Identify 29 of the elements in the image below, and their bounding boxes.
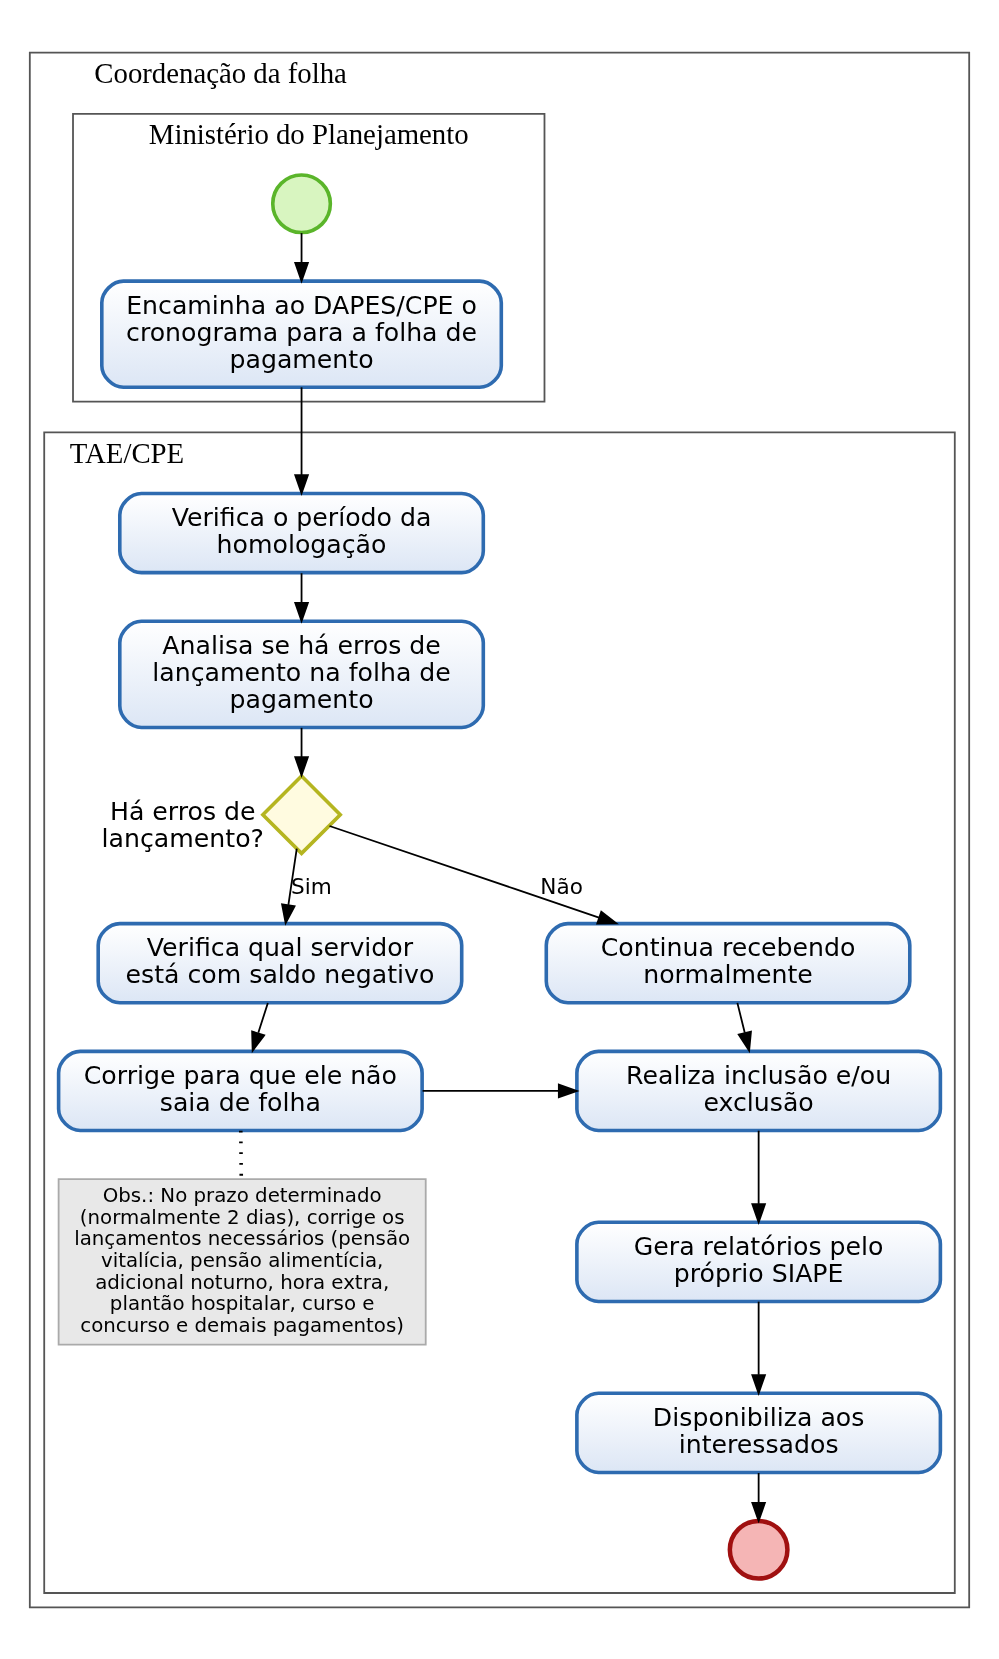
node-circle bbox=[270, 172, 333, 234]
node-diamond bbox=[260, 772, 343, 856]
node-box: Analisa se há erros de lançamento na folha de pagamento bbox=[118, 618, 486, 729]
node-circle bbox=[727, 1518, 790, 1581]
arrow bbox=[294, 231, 310, 284]
node-box: Realiza inclusão e/ou exclusão bbox=[575, 1049, 943, 1132]
arrow bbox=[736, 1001, 752, 1053]
node-box: Obs.: No prazo determinado (normalmente 2 dias), corrige os lançamentos necessários (pensão vitalícia, pensão alimentícia, adicional noturno, hora extra, plantão hospitalar, curso e concurso e demais pagamentos) bbox=[57, 1177, 427, 1346]
arrow bbox=[294, 385, 310, 496]
node-box: Disponibiliza aos interessados bbox=[575, 1390, 943, 1474]
arrow bbox=[751, 1129, 767, 1225]
arrow bbox=[294, 726, 310, 778]
arrow bbox=[251, 1001, 269, 1053]
node-box: Continua recebendo normalmente bbox=[544, 921, 912, 1005]
node-label: Há erros de lançamento? bbox=[101, 796, 264, 853]
arrow bbox=[328, 824, 619, 924]
node-box: Verifica qual servidor está com saldo negativo bbox=[96, 921, 464, 1005]
edge-label: Sim bbox=[291, 873, 332, 899]
arrow bbox=[751, 1471, 767, 1523]
arrow bbox=[294, 571, 310, 624]
node-box: Verifica o período da homologação bbox=[118, 491, 486, 574]
connector bbox=[239, 1130, 244, 1179]
edge-label: Não bbox=[540, 873, 583, 899]
arrow bbox=[751, 1300, 767, 1396]
node-box: Gera relatórios pelo próprio SIAPE bbox=[575, 1220, 943, 1303]
arrow bbox=[421, 1082, 580, 1098]
node-box: Corrige para que ele não saia de folha bbox=[56, 1049, 424, 1132]
arrow bbox=[280, 847, 298, 926]
node-box: Encaminha ao DAPES/CPE o cronograma para a folha de pagamento bbox=[100, 278, 504, 389]
